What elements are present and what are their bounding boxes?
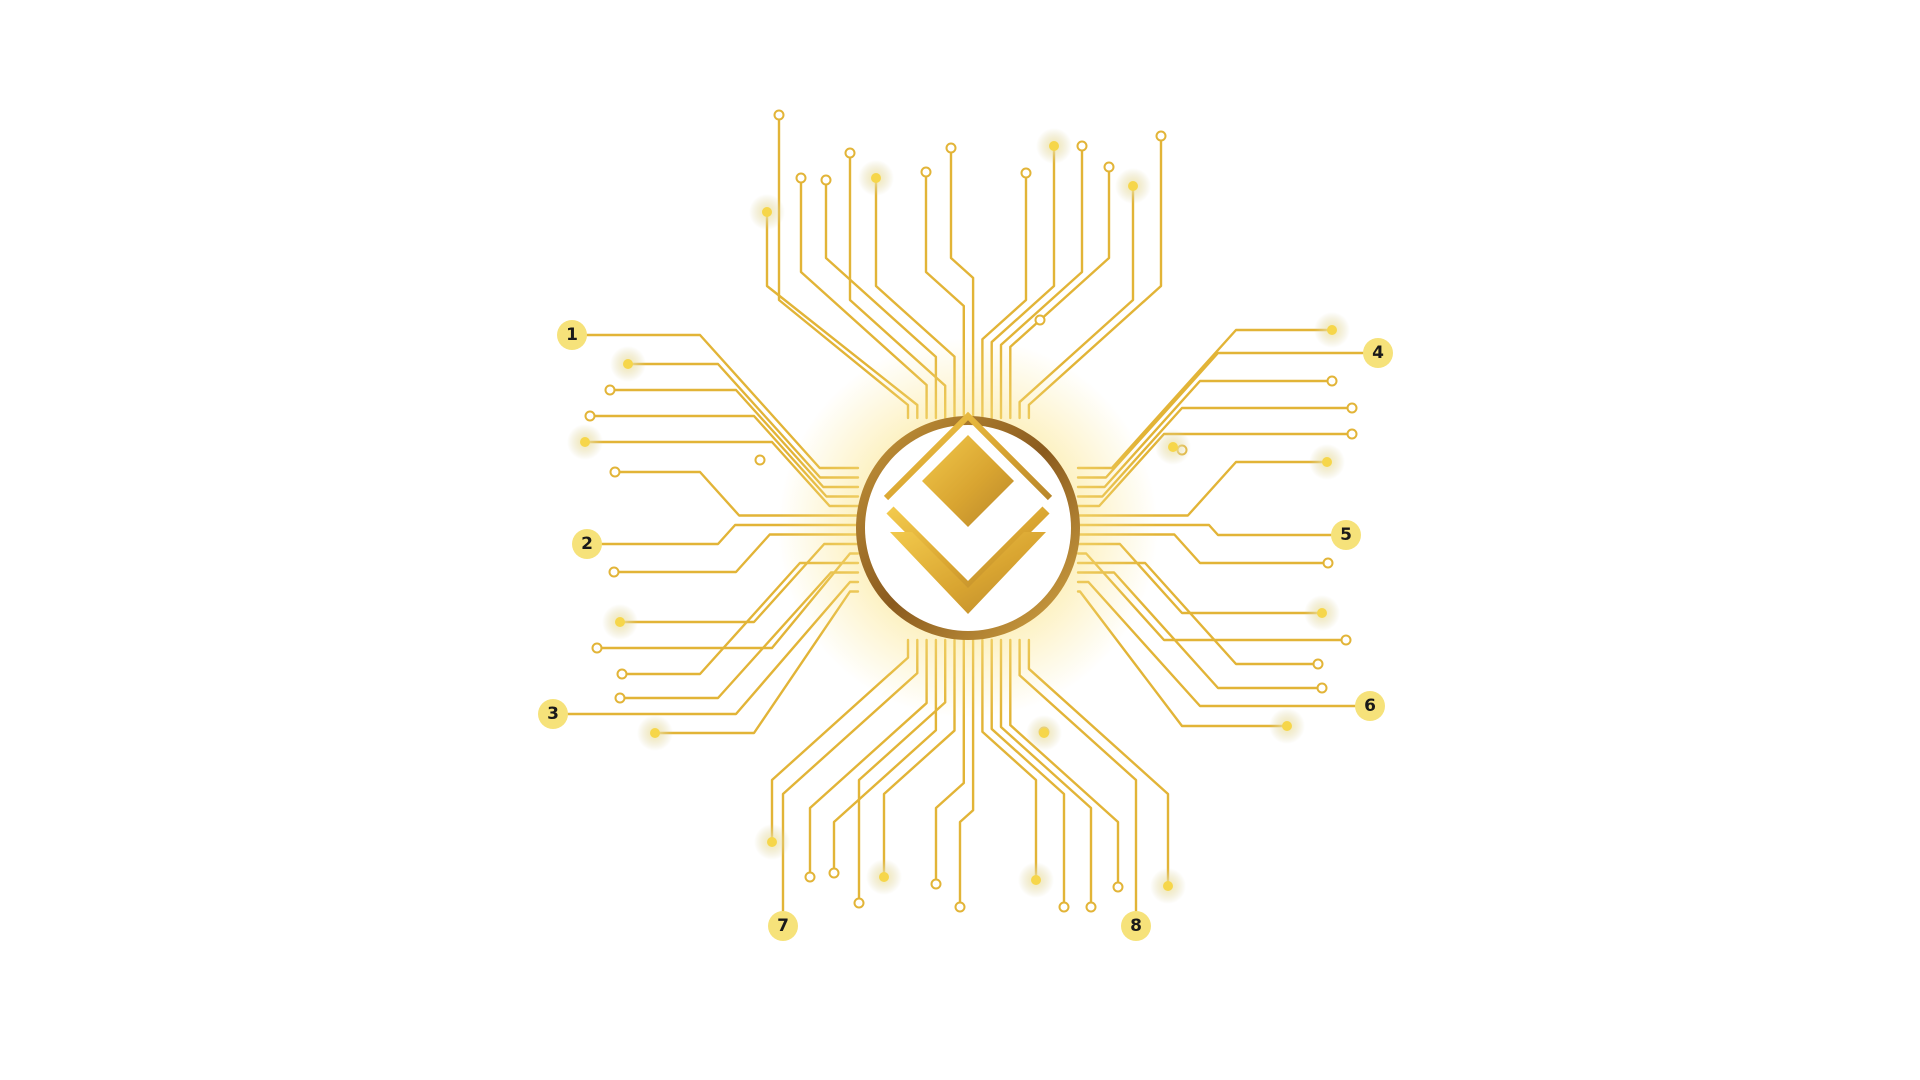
callout-4: 4 [1363, 338, 1393, 368]
pin-right-4 [1346, 402, 1358, 414]
glowing-nodes [567, 128, 1350, 904]
pin-bottom-3 [804, 871, 816, 883]
node-right-6 [1322, 457, 1332, 467]
pin-right-8 [1322, 557, 1334, 569]
pin-top-9 [1020, 167, 1032, 179]
pin-bottom-12 [1112, 881, 1124, 893]
accent-pin-1 [1034, 314, 1046, 326]
callout-7: 7 [768, 911, 798, 941]
node-left-2 [623, 359, 633, 369]
callout-3: 3 [538, 699, 568, 729]
callout-5: 5 [1331, 520, 1361, 550]
pin-left-8 [608, 566, 620, 578]
pin-top-14 [1155, 130, 1167, 142]
node-right-14 [1282, 721, 1292, 731]
callout-4-text: 4 [1372, 343, 1384, 363]
callout-3-text: 3 [547, 704, 559, 724]
pin-left-3 [604, 384, 616, 396]
pin-bottom-4 [828, 867, 840, 879]
callout-2-text: 2 [581, 534, 593, 554]
pin-bottom-10 [1058, 901, 1070, 913]
pin-top-11 [1076, 140, 1088, 152]
node-top-13 [1128, 181, 1138, 191]
pin-right-12 [1316, 682, 1328, 694]
pin-top-8 [945, 142, 957, 154]
callout-6: 6 [1355, 691, 1385, 721]
pin-bottom-8 [954, 901, 966, 913]
pin-left-11 [616, 668, 628, 680]
node-left-9 [615, 617, 625, 627]
pin-right-10 [1340, 634, 1352, 646]
pin-bottom-11 [1085, 901, 1097, 913]
node-right-9 [1317, 608, 1327, 618]
callout-2: 2 [572, 529, 602, 559]
accent-node-2 [1039, 728, 1049, 738]
trace-bottom-8 [958, 638, 975, 909]
node-bottom-9 [1031, 875, 1041, 885]
callout-5-text: 5 [1340, 525, 1352, 545]
node-left-14 [650, 728, 660, 738]
accent-pin-4 [754, 454, 766, 466]
pin-left-10 [591, 642, 603, 654]
pin-bottom-5 [853, 897, 865, 909]
pin-top-1 [773, 109, 785, 121]
pin-top-4 [820, 174, 832, 186]
node-top-10 [1049, 141, 1059, 151]
pin-top-7 [920, 166, 932, 178]
node-bottom-1 [767, 837, 777, 847]
pin-left-6 [609, 466, 621, 478]
callout-1: 1 [557, 320, 587, 350]
node-bottom-14 [1163, 881, 1173, 891]
accent-node-1 [1168, 442, 1178, 452]
callout-8-text: 8 [1130, 916, 1142, 936]
node-left-5 [580, 437, 590, 447]
callout-1-text: 1 [566, 325, 578, 345]
node-right-1 [1327, 325, 1337, 335]
pin-bottom-7 [930, 878, 942, 890]
pin-right-3 [1326, 375, 1338, 387]
pin-right-5 [1346, 428, 1358, 440]
callout-7-text: 7 [777, 916, 789, 936]
callout-8: 8 [1121, 911, 1151, 941]
node-top-2 [762, 207, 772, 217]
pin-top-5 [844, 147, 856, 159]
pin-top-12 [1103, 161, 1115, 173]
pin-left-12 [614, 692, 626, 704]
center-chip [856, 411, 1080, 640]
callout-6-text: 6 [1364, 696, 1376, 716]
pin-top-3 [795, 172, 807, 184]
node-top-6 [871, 173, 881, 183]
chip-face [865, 425, 1071, 631]
node-bottom-6 [879, 872, 889, 882]
pin-left-4 [584, 410, 596, 422]
stacked-diamond-icon [883, 411, 1053, 614]
pin-right-11 [1312, 658, 1324, 670]
